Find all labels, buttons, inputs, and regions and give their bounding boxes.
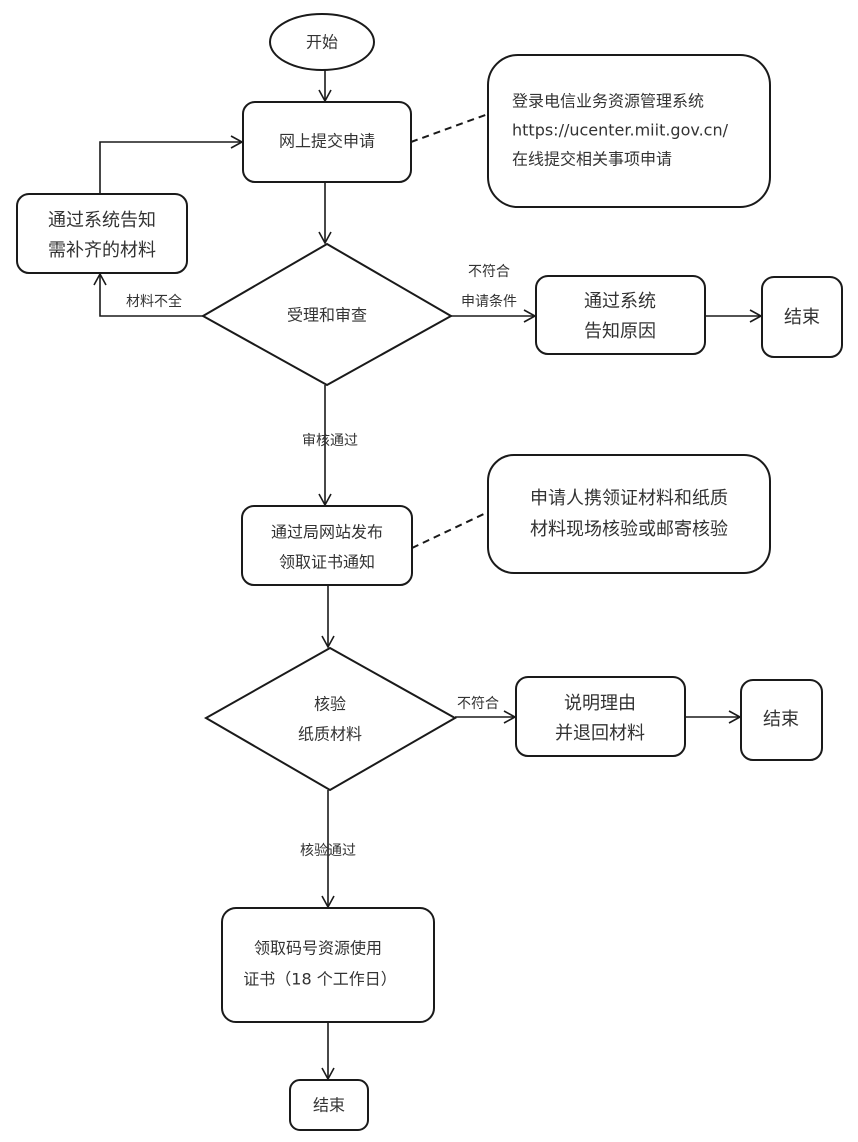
edge-label-review-passed: 审核通过 — [302, 433, 358, 449]
note1-line1: 登录电信业务资源管理系统 — [512, 92, 704, 111]
certificate-line1: 领取码号资源使用 — [254, 939, 382, 958]
edge-review-supplement — [93, 272, 203, 317]
supplement-line2: 需补齐的材料 — [48, 240, 156, 261]
publish-line2: 领取证书通知 — [279, 553, 375, 572]
reason-node — [535, 275, 706, 355]
end3-node — [289, 1079, 369, 1131]
certificate-line2: 证书（18 个工作日） — [243, 970, 396, 989]
edge-label-not-meet-1: 不符合 — [468, 264, 510, 280]
dash-note2 — [411, 511, 489, 549]
publish-node — [241, 505, 413, 586]
edge-label-not-meet-verify: 不符合 — [457, 696, 499, 712]
edge-label-incomplete: 材料不全 — [126, 293, 182, 310]
end3-label: 结束 — [313, 1096, 345, 1115]
end2-label: 结束 — [763, 709, 799, 730]
submit-label: 网上提交申请 — [279, 132, 375, 151]
note1-line2: https://ucenter.miit.gov.cn/ — [512, 121, 729, 140]
start-node — [269, 13, 375, 71]
returned-node — [515, 676, 686, 757]
end1-label: 结束 — [784, 307, 820, 328]
review-decision — [200, 242, 454, 387]
connectors — [93, 70, 763, 1081]
edge-label-not-meet-2: 申请条件 — [461, 293, 517, 310]
returned-line1: 说明理由 — [564, 693, 636, 714]
note2-line1: 申请人携领证材料和纸质 — [530, 488, 728, 509]
edge-label-verify-passed: 核验通过 — [300, 843, 356, 859]
note2-line2: 材料现场核验或邮寄核验 — [530, 519, 728, 540]
note1-box — [487, 54, 771, 208]
supplement-node — [16, 193, 188, 274]
verify-line2: 纸质材料 — [298, 725, 362, 744]
verify-decision — [203, 646, 458, 792]
review-label: 受理和审查 — [287, 306, 367, 325]
end2-node — [740, 679, 823, 761]
dash-note1 — [410, 113, 489, 143]
certificate-node — [221, 907, 435, 1023]
start-label: 开始 — [306, 33, 338, 52]
end1-node — [761, 276, 843, 358]
verify-line1: 核验 — [314, 695, 346, 714]
note2-box — [487, 454, 771, 574]
returned-line2: 并退回材料 — [555, 723, 645, 744]
reason-line2: 告知原因 — [584, 321, 656, 342]
supplement-line1: 通过系统告知 — [48, 210, 156, 231]
note1-line3: 在线提交相关事项申请 — [512, 150, 672, 169]
reason-line1: 通过系统 — [584, 291, 656, 312]
publish-line1: 通过局网站发布 — [271, 523, 383, 542]
submit-node — [242, 101, 412, 183]
edge-supplement-submit — [99, 135, 244, 194]
